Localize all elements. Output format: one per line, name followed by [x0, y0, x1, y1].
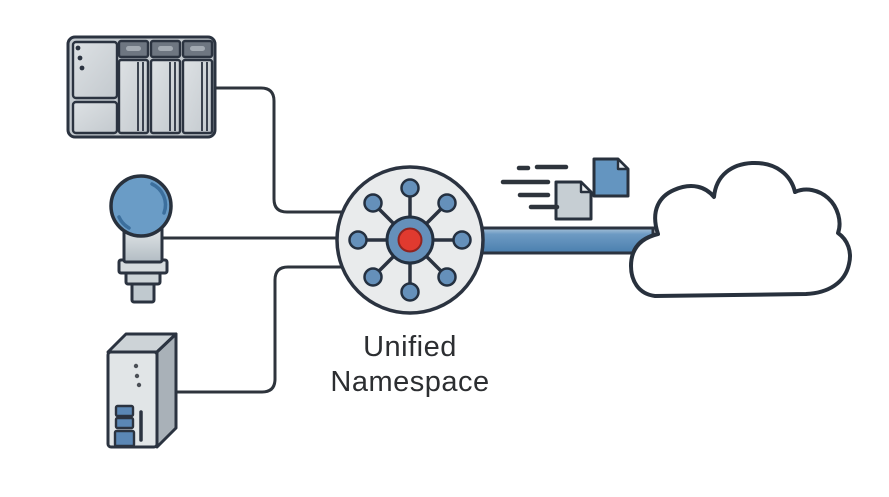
data-transfer-icon	[500, 157, 630, 221]
hub-network-icon	[335, 165, 485, 315]
plc-module	[149, 39, 182, 135]
hub-nodes	[348, 178, 472, 302]
edge-gateway-icon	[106, 332, 178, 449]
hub-label-line2: Namespace	[330, 366, 489, 398]
hub-to-cloud-pipe	[476, 226, 655, 255]
plc-rack-icon	[66, 35, 217, 139]
device-connection-lines	[161, 86, 348, 394]
plc-bottom-panel	[71, 100, 119, 135]
plc-module	[181, 39, 214, 135]
gateway-to-hub-line	[174, 265, 346, 394]
plc-modules	[117, 39, 214, 135]
plc-module	[117, 39, 150, 135]
motion-lines-icon	[500, 164, 569, 210]
gateway-side-face	[155, 332, 178, 449]
sensor-head-highlight	[117, 215, 131, 230]
document-icon-blue	[592, 157, 630, 198]
gateway-ports	[113, 404, 136, 448]
plc-status-leds	[75, 45, 85, 71]
sensor-icon	[109, 174, 173, 304]
cloud-icon	[629, 160, 852, 298]
document-icon-gray	[554, 180, 593, 221]
plc-to-hub-line	[213, 86, 348, 214]
sensor-head-highlight	[150, 182, 168, 215]
hub-label-line1: Unified	[363, 331, 457, 363]
hub-center-red-dot	[397, 227, 423, 253]
gateway-status-leds	[133, 363, 142, 388]
sensor-head	[109, 174, 173, 238]
plc-left-panel	[71, 40, 119, 100]
